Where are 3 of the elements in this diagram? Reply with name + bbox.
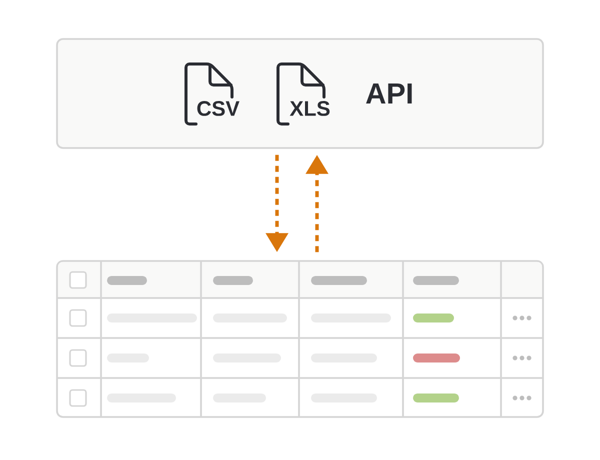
format-label: CSV [197,101,240,116]
format-label: API [366,84,412,104]
format-label: XLS [290,101,330,116]
